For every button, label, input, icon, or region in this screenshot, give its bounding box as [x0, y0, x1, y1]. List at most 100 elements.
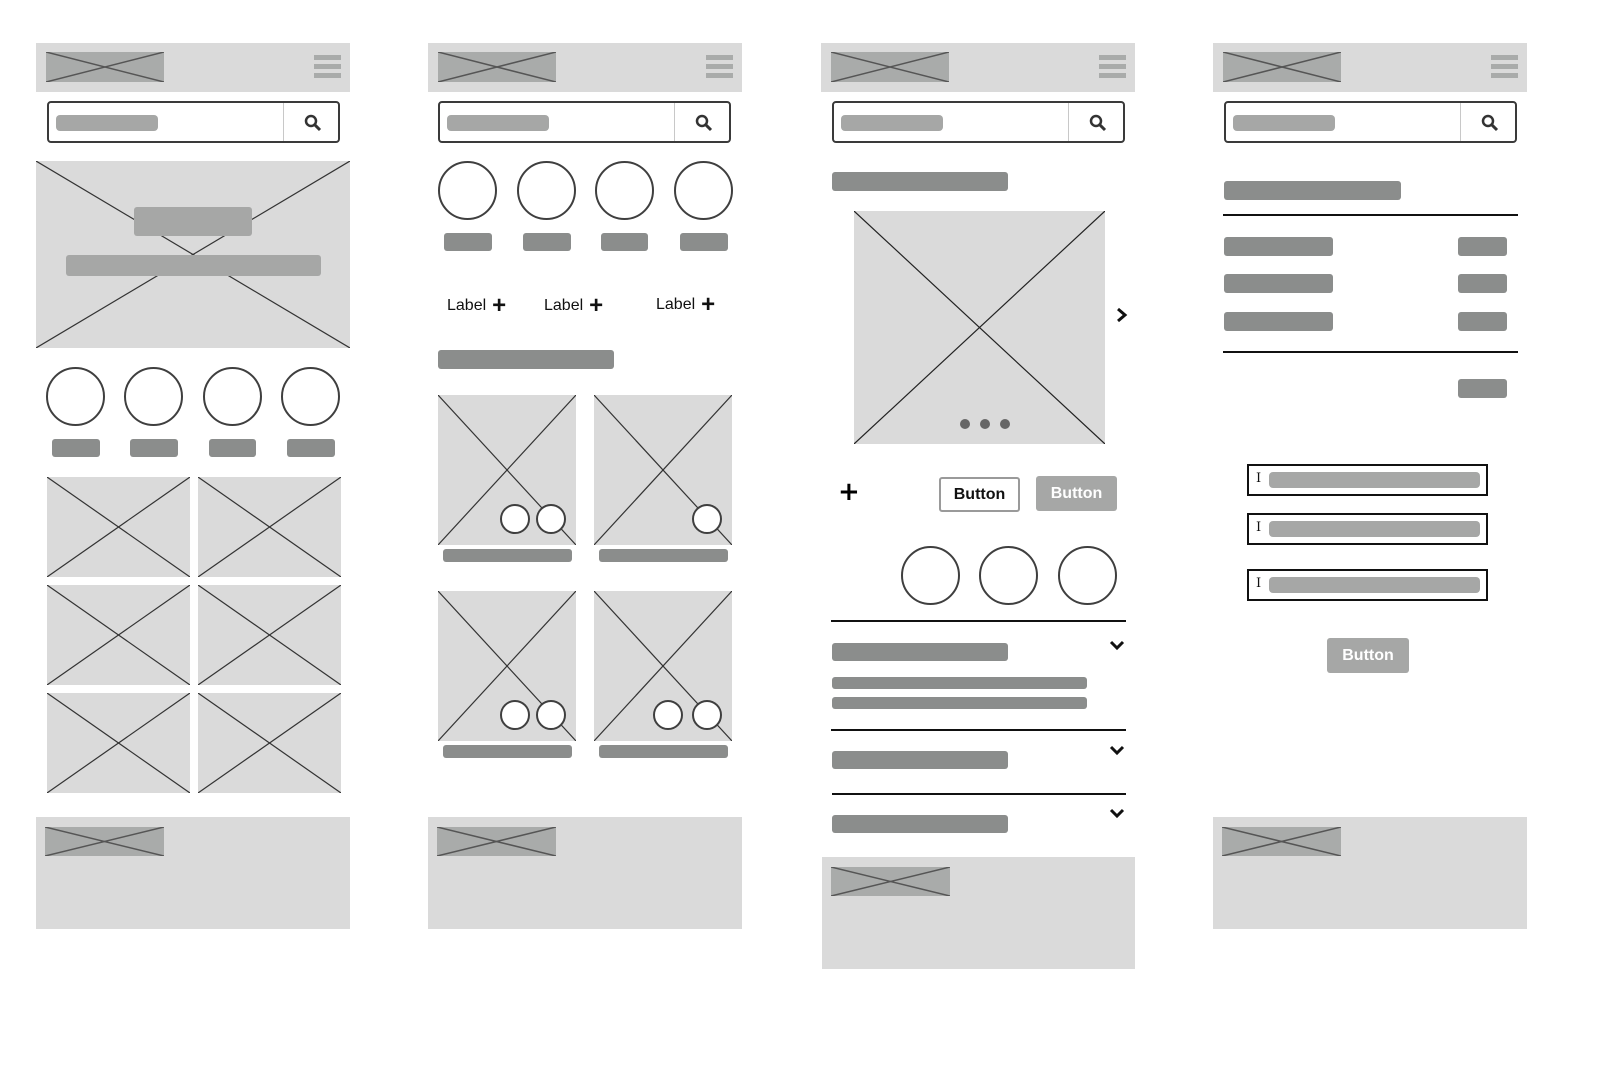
- hamburger-menu-icon[interactable]: [706, 55, 733, 79]
- plus-icon: +: [701, 291, 716, 318]
- form-field[interactable]: I: [1247, 513, 1488, 545]
- form-field[interactable]: I: [1247, 464, 1488, 496]
- pagination-dot[interactable]: [980, 419, 990, 429]
- search-icon[interactable]: [1481, 114, 1499, 132]
- filter-label: Label: [544, 297, 584, 314]
- filter-button[interactable]: Label +: [656, 293, 715, 317]
- variant-swatch[interactable]: [901, 546, 960, 605]
- field-value-placeholder: [1269, 577, 1480, 593]
- footer: [36, 817, 350, 929]
- category-label: [209, 439, 256, 457]
- accordion-text-line: [832, 697, 1087, 709]
- field-value-placeholder: [1269, 521, 1480, 537]
- variant-swatch[interactable]: [979, 546, 1038, 605]
- search-icon[interactable]: [695, 114, 713, 132]
- search-placeholder: [841, 115, 943, 131]
- logo-placeholder-icon[interactable]: [831, 52, 949, 82]
- chevron-down-icon[interactable]: [1109, 744, 1125, 756]
- summary-item-value: [1458, 274, 1507, 293]
- summary-item-value: [1458, 312, 1507, 331]
- product-title-bar: [599, 745, 728, 758]
- grid-image-placeholder-icon[interactable]: [198, 585, 341, 685]
- category-label: [287, 439, 335, 457]
- primary-button[interactable]: Button: [1036, 476, 1117, 511]
- filter-button[interactable]: Label +: [544, 294, 603, 318]
- divider: [832, 793, 1126, 795]
- text-cursor-icon: I: [1256, 520, 1262, 535]
- grid-image-placeholder-icon[interactable]: [47, 477, 190, 577]
- product-title-bar: [599, 549, 728, 562]
- grid-image-placeholder-icon[interactable]: [47, 585, 190, 685]
- color-swatch[interactable]: [536, 504, 566, 534]
- logo-placeholder-icon[interactable]: [438, 52, 556, 82]
- grid-image-placeholder-icon[interactable]: [198, 477, 341, 577]
- category-circle[interactable]: [517, 161, 576, 220]
- category-circle[interactable]: [124, 367, 183, 426]
- footer-logo-placeholder-icon: [1222, 827, 1341, 856]
- category-circle[interactable]: [595, 161, 654, 220]
- grid-image-placeholder-icon[interactable]: [198, 693, 341, 793]
- pagination-dot[interactable]: [1000, 419, 1010, 429]
- category-circle[interactable]: [46, 367, 105, 426]
- search-input[interactable]: [438, 101, 731, 143]
- hero-image-placeholder-icon: [36, 161, 350, 348]
- category-circle[interactable]: [674, 161, 733, 220]
- color-swatch[interactable]: [536, 700, 566, 730]
- filter-button[interactable]: Label +: [447, 294, 506, 318]
- hero-title-bar: [134, 207, 252, 236]
- divider: [1223, 214, 1518, 216]
- secondary-button[interactable]: Button: [939, 477, 1020, 512]
- logo-placeholder-icon[interactable]: [1223, 52, 1341, 82]
- submit-button[interactable]: Button: [1327, 638, 1409, 673]
- text-cursor-icon: I: [1256, 471, 1262, 486]
- section-title-bar: [438, 350, 614, 369]
- pagination-dot[interactable]: [960, 419, 970, 429]
- hamburger-menu-icon[interactable]: [314, 55, 341, 79]
- summary-item-label: [1224, 237, 1333, 256]
- grid-image-placeholder-icon[interactable]: [47, 693, 190, 793]
- color-swatch[interactable]: [692, 504, 722, 534]
- filter-label: Label: [447, 297, 487, 314]
- chevron-right-icon[interactable]: [1116, 307, 1128, 323]
- search-divider: [1068, 103, 1069, 141]
- search-placeholder: [447, 115, 549, 131]
- category-circle[interactable]: [203, 367, 262, 426]
- category-label: [601, 233, 648, 251]
- search-icon[interactable]: [304, 114, 322, 132]
- field-value-placeholder: [1269, 472, 1480, 488]
- gallery-image-placeholder-icon[interactable]: [854, 211, 1105, 444]
- search-divider: [283, 103, 284, 141]
- color-swatch[interactable]: [500, 700, 530, 730]
- logo-placeholder-icon[interactable]: [46, 52, 164, 82]
- header: [1213, 43, 1527, 92]
- color-swatch[interactable]: [692, 700, 722, 730]
- search-input[interactable]: [47, 101, 340, 143]
- category-label: [52, 439, 100, 457]
- divider: [831, 620, 1126, 622]
- form-field[interactable]: I: [1247, 569, 1488, 601]
- plus-icon[interactable]: +: [838, 477, 860, 507]
- summary-item-label: [1224, 274, 1333, 293]
- footer: [822, 857, 1135, 969]
- accordion-title-bar: [832, 751, 1008, 769]
- summary-total-value: [1458, 379, 1507, 398]
- search-input[interactable]: [832, 101, 1125, 143]
- category-circle[interactable]: [438, 161, 497, 220]
- hamburger-menu-icon[interactable]: [1491, 55, 1518, 79]
- search-icon[interactable]: [1089, 114, 1107, 132]
- color-swatch[interactable]: [653, 700, 683, 730]
- hero-subtitle-bar: [66, 255, 321, 276]
- header: [428, 43, 742, 92]
- chevron-down-icon[interactable]: [1109, 639, 1125, 651]
- search-input[interactable]: [1224, 101, 1517, 143]
- plus-icon: +: [589, 292, 604, 319]
- hamburger-menu-icon[interactable]: [1099, 55, 1126, 79]
- color-swatch[interactable]: [500, 504, 530, 534]
- product-title-bar: [832, 172, 1008, 191]
- footer-logo-placeholder-icon: [45, 827, 164, 856]
- footer-logo-placeholder-icon: [437, 827, 556, 856]
- product-title-bar: [443, 745, 572, 758]
- variant-swatch[interactable]: [1058, 546, 1117, 605]
- category-circle[interactable]: [281, 367, 340, 426]
- chevron-down-icon[interactable]: [1109, 807, 1125, 819]
